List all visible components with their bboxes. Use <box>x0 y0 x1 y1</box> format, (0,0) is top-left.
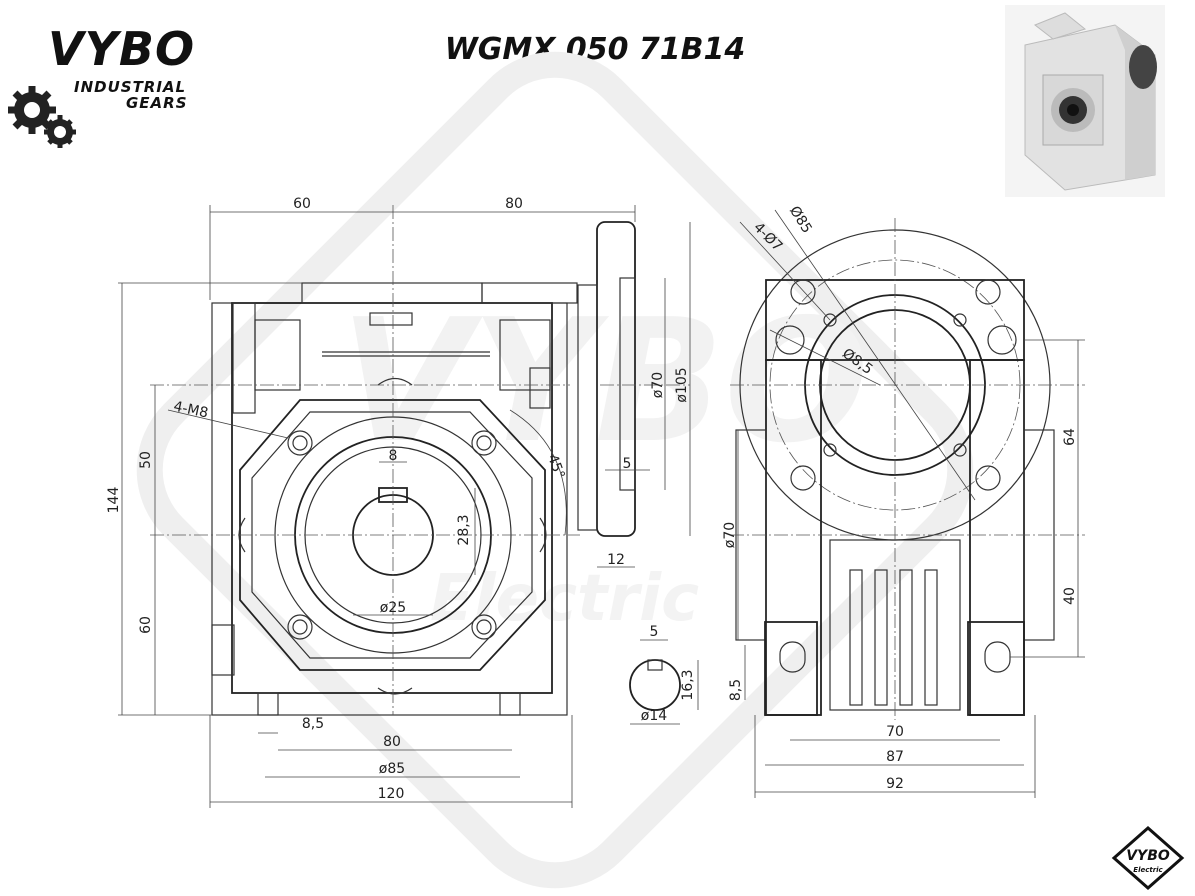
logo-line-industrial: INDUSTRIAL <box>74 78 187 96</box>
dim-flange-thick: 12 <box>607 552 625 568</box>
dim-bore: ø25 <box>380 600 406 616</box>
dim-right-70v: ø70 <box>722 522 738 548</box>
front-view-dimensions: 60 80 144 50 60 4-M8 45° 8 28,3 ø25 ø70 … <box>106 196 691 808</box>
dim-bottom-85: ø85 <box>379 761 405 777</box>
dim-angle: 45° <box>544 452 568 481</box>
side-view <box>730 218 1085 720</box>
dim-bolt: 4-M8 <box>172 399 210 422</box>
dim-top-right: 80 <box>505 196 523 212</box>
dim-height-upper: 50 <box>138 451 154 469</box>
product-photo <box>1005 5 1165 197</box>
dim-right-87: 87 <box>886 749 904 765</box>
dim-right-40: 40 <box>1062 587 1078 605</box>
dim-top-left: 60 <box>293 196 311 212</box>
dim-height-total: 144 <box>106 487 122 514</box>
vybo-electric-badge: VYBO Electric <box>1108 825 1188 891</box>
dim-key-height: 28,3 <box>456 514 472 545</box>
watermark-word: VYBO <box>340 283 869 481</box>
dim-flange-outer: ø105 <box>674 367 690 402</box>
dim-flange-step: 5 <box>623 456 632 472</box>
dim-right-64: 64 <box>1062 428 1078 446</box>
dim-shaft-key: 5 <box>650 624 659 640</box>
dim-key-width: 8 <box>389 448 398 464</box>
logo-wordmark: VYBO <box>48 22 196 76</box>
side-holes <box>775 279 1017 491</box>
front-view <box>150 205 690 716</box>
dim-right-d85: Ø85 <box>786 203 815 236</box>
dim-height-lower: 60 <box>138 616 154 634</box>
watermark: VYBO Electric <box>136 51 974 889</box>
gears-icon <box>8 86 76 148</box>
bolt-holes <box>287 430 497 640</box>
dim-right-85v: 8,5 <box>728 679 744 701</box>
dim-flange-inner: ø70 <box>650 372 666 398</box>
dim-shaft-d: ø14 <box>641 708 667 724</box>
dim-right-92: 92 <box>886 776 904 792</box>
logo-line-gears: GEARS <box>126 94 188 112</box>
dim-bottom-small: 8,5 <box>302 716 324 732</box>
dim-shaft-h: 16,3 <box>680 669 696 700</box>
vybo-logo: VYBO INDUSTRIAL GEARS <box>8 18 208 153</box>
dim-bottom-80: 80 <box>383 734 401 750</box>
dim-bottom-120: 120 <box>378 786 405 802</box>
watermark-sub: Electric <box>430 562 699 636</box>
shaft-detail: 5 16,3 ø14 <box>629 624 699 725</box>
badge-word: VYBO <box>1126 848 1170 864</box>
badge-sub: Electric <box>1133 866 1163 874</box>
dim-right-70: 70 <box>886 724 904 740</box>
